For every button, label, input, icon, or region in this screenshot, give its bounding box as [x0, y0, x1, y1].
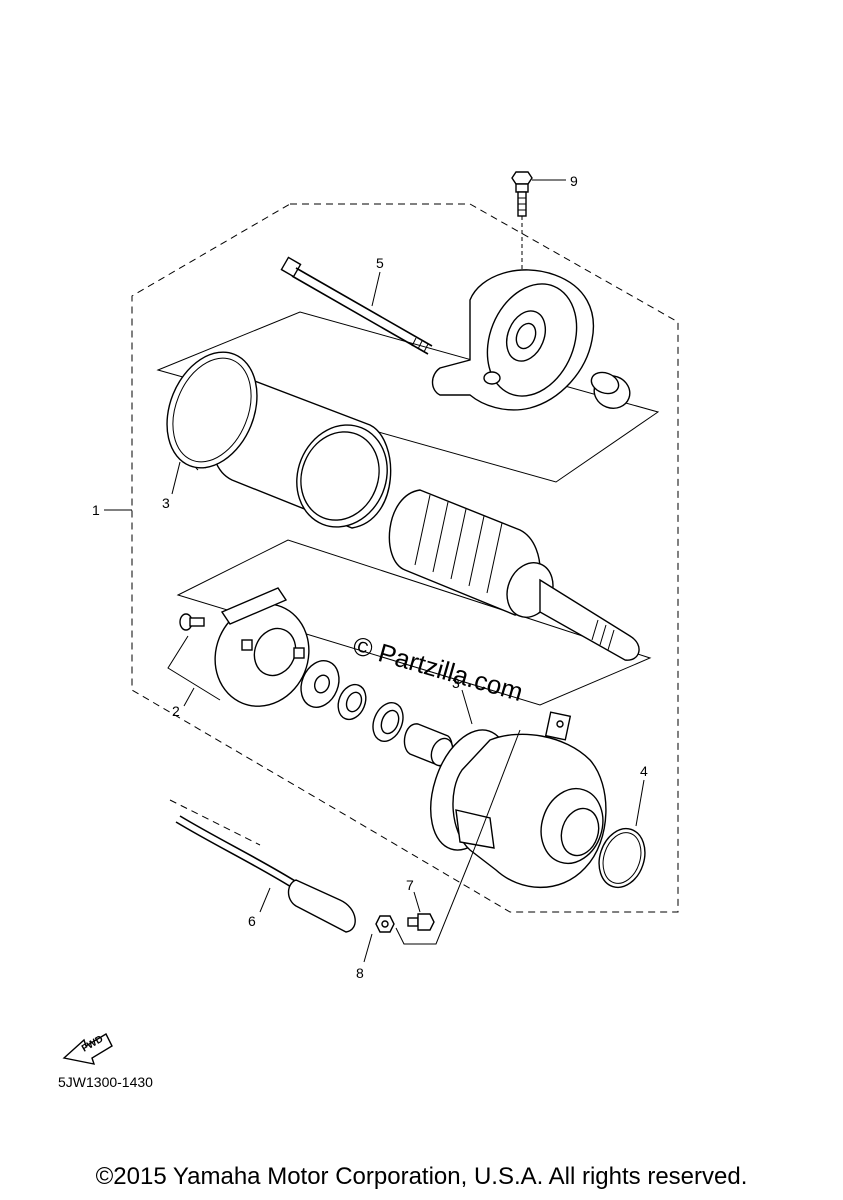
callout-7: 7 — [406, 877, 414, 893]
rear-cover — [452, 711, 607, 888]
callout-8: 8 — [356, 965, 364, 981]
leader-terminal-group — [395, 859, 471, 945]
leader-5 — [371, 271, 381, 307]
callout-4: 4 — [640, 763, 648, 779]
leader-2-bracket — [167, 635, 221, 701]
leader-3-lower — [461, 689, 473, 725]
terminal-bolt-7 — [407, 913, 435, 931]
bearing — [372, 702, 404, 742]
armature — [388, 489, 640, 661]
reference-code: 5JW1300-1430 — [58, 1074, 153, 1090]
upper-guide-plane — [156, 311, 660, 483]
callout-5: 5 — [376, 255, 384, 271]
lead-wire-6 — [175, 815, 356, 933]
washer-large — [300, 660, 340, 708]
callout-3-upper: 3 — [162, 495, 170, 511]
o-ring-4 — [598, 827, 646, 889]
leader-terminal-to-cover — [469, 729, 521, 861]
leader-2 — [183, 687, 195, 707]
lower-dash-hint — [169, 799, 261, 846]
callout-1: 1 — [92, 502, 100, 518]
yoke-housing — [186, 379, 392, 529]
o-ring-gasket-3-upper — [166, 351, 258, 469]
brush-holder — [214, 587, 310, 707]
bushing — [590, 371, 631, 409]
callout-9: 9 — [570, 173, 578, 189]
copyright-notice: ©2015 Yamaha Motor Corporation, U.S.A. A… — [95, 1163, 748, 1190]
through-bolt-5 — [280, 256, 433, 355]
fwd-arrow-icon: FWD — [62, 1033, 113, 1065]
front-cover — [431, 269, 595, 411]
leader-7 — [413, 891, 421, 913]
callout-2: 2 — [172, 703, 180, 719]
leader-4 — [635, 779, 645, 827]
middle-guide-plane — [176, 539, 652, 706]
leader-3-upper — [171, 461, 181, 495]
assembly-outline — [131, 203, 679, 913]
brush-screw-2 — [179, 613, 205, 631]
nut-8 — [375, 915, 395, 933]
callout-6: 6 — [248, 913, 256, 929]
leader-8 — [363, 933, 373, 963]
callout-3-lower: 3 — [452, 675, 460, 691]
washer-small — [337, 683, 367, 721]
leader-6 — [259, 887, 271, 913]
